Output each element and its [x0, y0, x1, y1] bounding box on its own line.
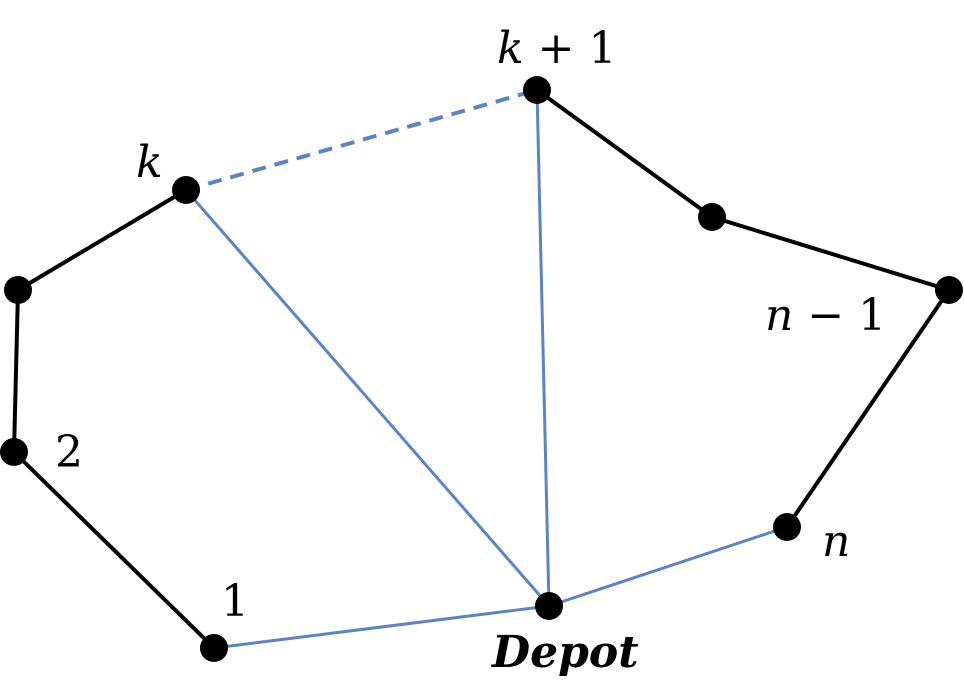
edge-depot-k1 — [535, 89, 551, 607]
node-3 — [4, 276, 32, 304]
label-n-minus-1: n − 1 — [765, 290, 886, 341]
edge-depot-1 — [213, 604, 550, 650]
label-k: k — [136, 137, 163, 188]
label-depot: Depot — [490, 627, 639, 678]
edge-nminus1-n — [785, 288, 951, 529]
edge-1-2 — [12, 450, 216, 650]
node-n — [773, 513, 801, 541]
label-k-plus-1: k + 1 — [497, 23, 617, 74]
label-k-plus-1-rest: + 1 — [524, 23, 617, 74]
depot-edges — [184, 88, 788, 650]
label-k-plus-1-var: k — [497, 23, 524, 74]
node-labels: k k + 1 n − 1 n 1 2 Depot — [55, 23, 886, 678]
label-n-minus-1-rest: − 1 — [793, 290, 886, 341]
label-n: n — [822, 516, 850, 567]
label-n-minus-1-var: n — [765, 290, 793, 341]
label-1: 1 — [221, 576, 249, 627]
edge-3-k — [16, 188, 188, 292]
edge-depot-n — [548, 525, 788, 608]
node-1 — [200, 634, 228, 662]
route-edges — [12, 88, 951, 650]
edge-2-3 — [12, 289, 20, 453]
node-2 — [0, 438, 28, 466]
node-depot — [535, 592, 563, 620]
edge-k-k1-dashed — [185, 88, 538, 192]
edge-r1-nminus1 — [711, 215, 950, 292]
edge-k1-r1 — [535, 88, 714, 219]
edge-depot-k — [184, 189, 551, 607]
node-right-upper — [698, 203, 726, 231]
node-k — [172, 176, 200, 204]
nodes — [0, 76, 963, 662]
label-2: 2 — [55, 427, 83, 478]
node-n-minus-1 — [935, 276, 963, 304]
node-k-plus-1 — [523, 76, 551, 104]
